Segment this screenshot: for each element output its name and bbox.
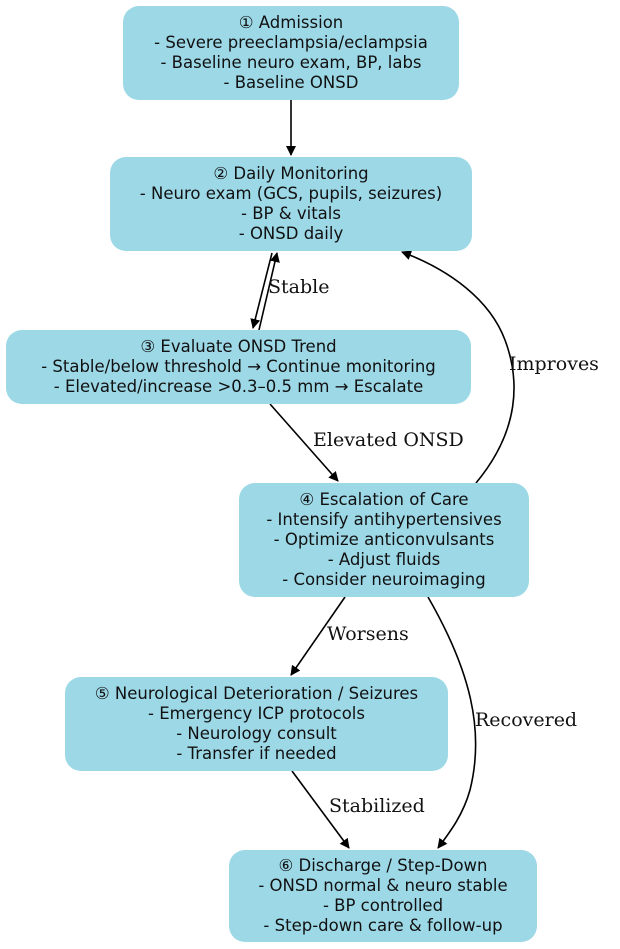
edge-evaluate-to-monitoring-stable [258,252,280,331]
node-escalation: ④ Escalation of Care - Intensify antihyp… [239,483,529,597]
edge-evaluate-to-escalation [269,403,339,482]
node-line: - Adjust fluids [327,550,441,569]
node-line: - BP & vitals [241,204,341,223]
node-line: - BP controlled [322,896,444,915]
edge-monitoring-to-evaluate [250,252,273,329]
node-title: ③ Evaluate ONSD Trend [140,337,337,356]
node-line: - Transfer if needed [176,744,337,763]
edge-escalation-to-discharge-recovered [427,596,477,849]
node-deterioration: ⑤ Neurological Deterioration / Seizures … [65,677,448,771]
edge-deterioration-to-discharge [291,770,350,849]
node-title: ⑥ Discharge / Step-Down [278,856,488,875]
node-line: - Step-down care & follow-up [263,916,503,935]
node-line: - Elevated/increase >0.3–0.5 mm → Escala… [53,377,424,396]
edge-escalation-to-monitoring-improves [401,250,515,484]
node-line: - Neurology consult [176,724,337,743]
node-title: ④ Escalation of Care [299,490,469,509]
node-discharge: ⑥ Discharge / Step-Down - ONSD normal & … [229,850,537,942]
edge-label-stable: Stable [268,276,330,298]
node-line: - Emergency ICP protocols [148,704,365,723]
node-line: - Baseline ONSD [223,73,359,92]
node-evaluate-onsd: ③ Evaluate ONSD Trend - Stable/below thr… [6,330,471,404]
edge-label-elevated-onsd: Elevated ONSD [313,429,464,451]
edge-escalation-to-deterioration [290,596,346,676]
edge-label-worsens: Worsens [327,623,409,645]
node-line: - Neuro exam (GCS, pupils, seizures) [139,184,443,203]
edge-label-stabilized: Stabilized [329,795,425,817]
node-admission: ① Admission - Severe preeclampsia/eclamp… [123,6,459,100]
node-daily-monitoring: ② Daily Monitoring - Neuro exam (GCS, pu… [110,157,472,251]
node-title: ① Admission [238,13,344,32]
edge-label-improves: Improves [509,353,599,375]
node-line: - Stable/below threshold → Continue moni… [41,357,436,376]
edge-label-recovered: Recovered [475,709,578,731]
node-title: ② Daily Monitoring [213,164,369,183]
node-line: - Severe preeclampsia/eclampsia [154,33,428,52]
node-line: - Consider neuroimaging [282,570,486,589]
node-line: - Intensify antihypertensives [266,510,502,529]
node-line: - Baseline neuro exam, BP, labs [160,53,422,72]
node-title: ⑤ Neurological Deterioration / Seizures [94,684,419,703]
node-line: - ONSD normal & neuro stable [258,876,508,895]
node-line: - Optimize anticonvulsants [273,530,495,549]
node-line: - ONSD daily [238,224,344,243]
